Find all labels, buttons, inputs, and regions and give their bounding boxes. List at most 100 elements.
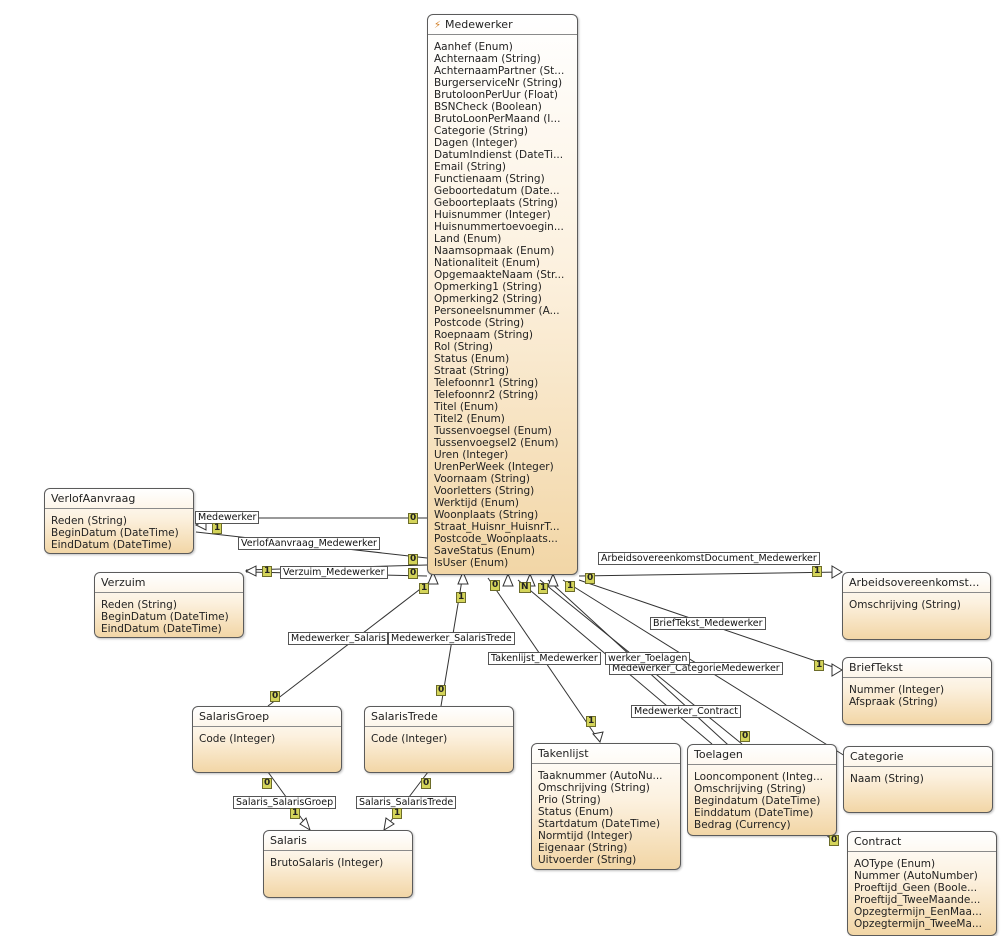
entity-salaristrede-title: SalarisTrede: [371, 710, 438, 723]
assoc-label-arbeidsovereenkomstdocument-medewerker[interactable]: ArbeidsovereenkomstDocument_Medewerker: [598, 552, 820, 565]
entity-salarisgroep[interactable]: SalarisGroep Code (Integer): [192, 706, 342, 773]
arrowhead-salaris-2: [383, 817, 395, 831]
entity-categorie-attributes: Naam (String): [844, 767, 992, 785]
attribute-row: Opzegtermijn_EenMaa...: [854, 906, 982, 918]
connector-arbeid: [578, 571, 843, 577]
assoc-label-salaris-salarisgroep[interactable]: Salaris_SalarisGroep: [233, 796, 337, 809]
attribute-row: Proeftijd_Geen (Boole...: [854, 882, 978, 894]
entity-brieftekst-header: BriefTekst: [843, 658, 991, 678]
entity-contract[interactable]: Contract AOType (Enum)Nummer (AutoNumber…: [847, 831, 997, 936]
multiplicity-badge: 1: [419, 583, 430, 594]
multiplicity-badge: 0: [490, 580, 501, 591]
entity-salaris-header: Salaris: [264, 831, 412, 851]
entity-contract-attributes: AOType (Enum)Nummer (AutoNumber)Proeftij…: [848, 852, 996, 930]
assoc-label-medewerker[interactable]: Medewerker: [195, 511, 260, 524]
attribute-row: Huisnummertoevoegin...: [434, 221, 564, 233]
attribute-row: Telefoonnr2 (String): [434, 389, 539, 401]
entity-verzuim-title: Verzuim: [101, 576, 146, 589]
assoc-label-medewerker-salaristrede[interactable]: Medewerker_SalarisTrede: [388, 632, 515, 645]
attribute-row: Huisnummer (Integer): [434, 209, 551, 221]
entity-contract-title: Contract: [854, 835, 902, 848]
attribute-row: Aanhef (Enum): [434, 41, 513, 53]
attribute-row: Naamsopmaak (Enum): [434, 245, 555, 257]
attribute-row: UrenPerWeek (Integer): [434, 461, 554, 473]
entity-categorie[interactable]: Categorie Naam (String): [843, 746, 993, 813]
entity-salaristrede-header: SalarisTrede: [365, 707, 513, 727]
multiplicity-badge: 0: [585, 573, 596, 584]
attribute-row: Functienaam (String): [434, 173, 545, 185]
attribute-row: Voorletters (String): [434, 485, 535, 497]
entity-takenlijst-attributes: Taaknummer (AutoNu...Omschrijving (Strin…: [532, 764, 680, 866]
entity-brieftekst-attributes: Nummer (Integer)Afspraak (String): [843, 678, 991, 708]
multiplicity-badge: 1: [586, 716, 597, 727]
attribute-row: Straat_Huisnr_HuisnrT...: [434, 521, 560, 533]
arrowhead-takenlijst: [592, 731, 604, 744]
assoc-label-verzuim-medewerker[interactable]: Verzuim_Medewerker: [280, 566, 388, 579]
attribute-row: OpgemaakteNaam (Str...: [434, 269, 565, 281]
entity-takenlijst[interactable]: Takenlijst Taaknummer (AutoNu...Omschrij…: [531, 743, 681, 870]
attribute-row: Nationaliteit (Enum): [434, 257, 540, 269]
assoc-label-brieftekst-medewerker[interactable]: BriefTekst_Medewerker: [650, 617, 766, 630]
attribute-row: Geboorteplaats (String): [434, 197, 558, 209]
assoc-label-medewerker-salaris[interactable]: Medewerker_Salaris: [288, 632, 388, 645]
multiplicity-badge: 0: [408, 554, 419, 565]
multiplicity-badge: 0: [270, 691, 281, 702]
entity-salaristrede[interactable]: SalarisTrede Code (Integer): [364, 706, 514, 773]
entity-medewerker[interactable]: ⚡Medewerker Aanhef (Enum)Achternaam (Str…: [427, 14, 578, 575]
multiplicity-badge: 1: [290, 808, 301, 819]
entity-salaris[interactable]: Salaris BrutoSalaris (Integer): [263, 830, 413, 898]
assoc-label-verlofaanvraag-medewerker[interactable]: VerlofAanvraag_Medewerker: [238, 537, 380, 550]
multiplicity-badge: N: [519, 582, 531, 593]
assoc-label-takenlijst-medewerker[interactable]: Takenlijst_Medewerker: [488, 652, 601, 665]
assoc-label-medewerker-contract[interactable]: Medewerker_Contract: [631, 705, 741, 718]
attribute-row: BSNCheck (Boolean): [434, 101, 542, 113]
arrowhead-mw-5: [547, 572, 559, 587]
attribute-row: EindDatum (DateTime): [101, 623, 222, 635]
entity-verzuim[interactable]: Verzuim Reden (String)BeginDatum (DateTi…: [94, 572, 244, 638]
attribute-row: AOType (Enum): [854, 858, 936, 870]
entity-toelagen-header: Toelagen: [688, 745, 836, 765]
attribute-row: Status (Enum): [538, 806, 614, 818]
attribute-row: Naam (String): [850, 773, 924, 785]
assoc-label-medewerker-toelagen[interactable]: werker_Toelagen: [605, 652, 691, 665]
assoc-label-medewerker-categoriemedewerker[interactable]: Medewerker_CategorieMedewerker: [609, 662, 783, 675]
multiplicity-badge: 0: [262, 778, 273, 789]
attribute-row: BurgerserviceNr (String): [434, 77, 563, 89]
entity-toelagen-title: Toelagen: [694, 748, 743, 761]
attribute-row: Proeftijd_TweeMaande...: [854, 894, 981, 906]
entity-medewerker-attributes: Aanhef (Enum)Achternaam (String)Achterna…: [428, 35, 577, 569]
attribute-row: Code (Integer): [371, 733, 448, 745]
entity-contract-header: Contract: [848, 832, 996, 852]
attribute-row: Achternaam (String): [434, 53, 541, 65]
attribute-row: BeginDatum (DateTime): [51, 527, 179, 539]
entity-verzuim-attributes: Reden (String)BeginDatum (DateTime)EindD…: [95, 593, 243, 635]
attribute-row: Omschrijving (String): [538, 782, 650, 794]
entity-verlofaanvraag[interactable]: VerlofAanvraag Reden (String)BeginDatum …: [44, 488, 194, 554]
entity-medewerker-title: Medewerker: [445, 18, 513, 31]
entity-medewerker-header: ⚡Medewerker: [428, 15, 577, 35]
attribute-row: Dagen (Integer): [434, 137, 518, 149]
multiplicity-badge: 0: [408, 513, 419, 524]
attribute-row: Taaknummer (AutoNu...: [538, 770, 663, 782]
lightning-bolt-icon: ⚡: [434, 20, 442, 31]
assoc-label-salaris-salaristrede[interactable]: Salaris_SalarisTrede: [356, 796, 457, 809]
attribute-row: Tussenvoegsel2 (Enum): [434, 437, 559, 449]
entity-arbeidsovereenkomst[interactable]: Arbeidsovereenkomst... Omschrijving (Str…: [842, 572, 991, 640]
multiplicity-badge: 0: [436, 685, 447, 696]
attribute-row: Straat (String): [434, 365, 509, 377]
entity-toelagen[interactable]: Toelagen Looncomponent (Integ...Omschrij…: [687, 744, 837, 836]
attribute-row: Land (Enum): [434, 233, 502, 245]
attribute-row: Categorie (String): [434, 125, 528, 137]
entity-arbeidsovereenkomst-attributes: Omschrijving (String): [843, 593, 990, 611]
entity-brieftekst-title: BriefTekst: [849, 661, 903, 674]
entity-brieftekst[interactable]: BriefTekst Nummer (Integer)Afspraak (Str…: [842, 657, 992, 725]
entity-verzuim-header: Verzuim: [95, 573, 243, 593]
attribute-row: Roepnaam (String): [434, 329, 533, 341]
entity-arbeidsovereenkomst-header: Arbeidsovereenkomst...: [843, 573, 990, 593]
attribute-row: Einddatum (DateTime): [694, 807, 814, 819]
attribute-row: Titel2 (Enum): [434, 413, 505, 425]
arrowhead-verzuim: [244, 565, 257, 577]
arrowhead-mw-2: [457, 570, 469, 585]
entity-takenlijst-header: Takenlijst: [532, 744, 680, 764]
attribute-row: Personeelsnummer (A...: [434, 305, 560, 317]
